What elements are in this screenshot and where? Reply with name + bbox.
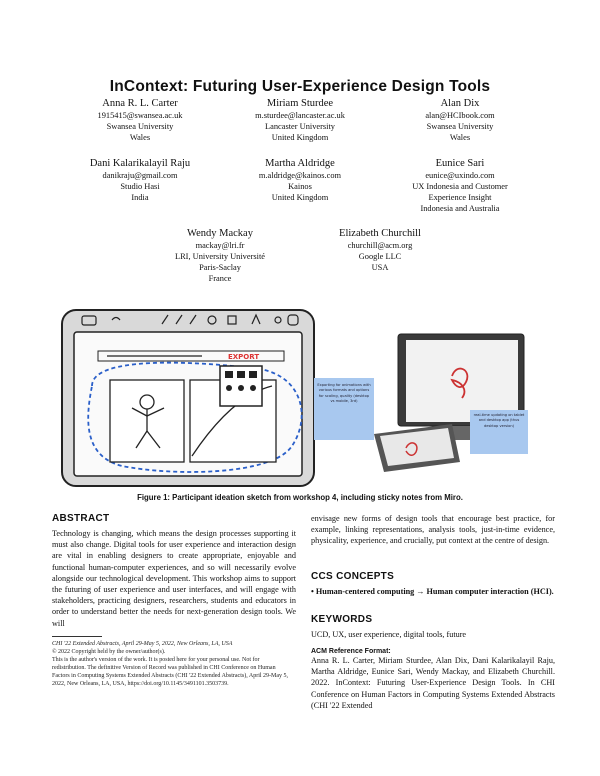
author-country: Indonesia and Australia (420, 204, 500, 213)
stick-figure (131, 394, 165, 449)
abstract-text-left: Technology is changing, which means the … (52, 529, 296, 628)
abstract-section: ABSTRACT Technology is changing, which m… (52, 513, 296, 629)
author-affiliation: Swansea University (426, 122, 494, 131)
footnote-divider (52, 636, 102, 637)
sticky-note-2-text: real-time updating on tablet and desktop… (473, 413, 525, 428)
reference-section: ACM Reference Format: Anna R. L. Carter,… (311, 648, 555, 711)
author-name: Elizabeth Churchill (339, 228, 421, 239)
abstract-text-right: envisage new forms of design tools that … (311, 514, 555, 546)
sticky-note-1 (314, 378, 374, 440)
author-block: Martha Aldridge m.aldridge@kainos.com Ka… (205, 157, 395, 203)
popup-icons (225, 371, 257, 391)
author-email[interactable]: 1915415@swansea.ac.uk (97, 111, 183, 120)
footnote-version-note: This is the author's version of the work… (52, 657, 289, 687)
author-block: Alan Dix alan@HCIbook.com Swansea Univer… (365, 97, 555, 143)
author-affiliation: LRI, University Université (174, 252, 265, 261)
author-name: Anna R. L. Carter (102, 98, 178, 109)
author-block: Eunice Sari eunice@uxindo.com UX Indones… (365, 157, 555, 214)
author-affiliation: UX Indonesia and Customer (412, 182, 508, 191)
author-country: United Kingdom (271, 193, 329, 202)
sketch-illustration: EXPORT (61, 309, 528, 487)
author-email[interactable]: alan@HCIbook.com (425, 111, 495, 120)
author-block: Elizabeth Churchill churchill@acm.org Go… (285, 227, 475, 273)
reference-text: Anna R. L. Carter, Miriam Sturdee, Alan … (311, 656, 555, 710)
author-block: Miriam Sturdee m.sturdee@lancaster.ac.uk… (205, 97, 395, 143)
ccs-heading: CCS CONCEPTS (311, 571, 395, 582)
toolbar-sketch (81, 313, 299, 326)
author-email[interactable]: danikraju@gmail.com (102, 171, 178, 180)
author-affiliation: Lancaster University (265, 122, 335, 131)
reference-heading: ACM Reference Format: (311, 648, 391, 655)
footnote: CHI '22 Extended Abstracts, April 29-May… (52, 640, 292, 688)
ccs-section: CCS CONCEPTS • Human-centered computing … (311, 571, 555, 597)
author-name: Martha Aldridge (265, 158, 335, 169)
author-name: Alan Dix (440, 98, 480, 109)
author-country: Wales (129, 133, 151, 142)
abstract-heading: ABSTRACT (52, 513, 110, 524)
sticky-note-2 (470, 410, 528, 454)
author-name: Dani Kalarikalayil Raju (89, 158, 191, 169)
author-block: Dani Kalarikalayil Raju danikraju@gmail.… (45, 157, 235, 203)
keywords-heading: KEYWORDS (311, 614, 373, 625)
author-affiliation: Studio Hasi (120, 182, 160, 191)
figure-1: EXPORT (52, 306, 548, 489)
footnote-copyright: © 2022 Copyright held by the owner/autho… (52, 649, 166, 655)
author-country: India (131, 193, 149, 202)
author-name: Wendy Mackay (187, 228, 253, 239)
author-email[interactable]: mackay@lri.fr (195, 241, 245, 250)
author-email[interactable]: m.sturdee@lancaster.ac.uk (255, 111, 345, 120)
keywords-text: UCD, UX, user experience, digital tools,… (311, 630, 467, 639)
author-affiliation-2: Experience Insight (428, 193, 492, 202)
author-block: Anna R. L. Carter 1915415@swansea.ac.uk … (45, 97, 235, 143)
author-country: USA (371, 263, 389, 272)
author-name: Eunice Sari (435, 158, 485, 169)
footnote-conference: CHI '22 Extended Abstracts, April 29-May… (52, 641, 233, 647)
author-email[interactable]: eunice@uxindo.com (425, 171, 495, 180)
ccs-text: • Human-centered computing → Human compu… (311, 587, 554, 596)
author-affiliation-2: Paris-Saclay (199, 263, 241, 272)
abstract-continued: envisage new forms of design tools that … (311, 513, 555, 547)
author-block: Wendy Mackay mackay@lri.fr LRI, Universi… (125, 227, 315, 284)
author-country: United Kingdom (271, 133, 329, 142)
author-email[interactable]: m.aldridge@kainos.com (258, 171, 342, 180)
author-affiliation: Google LLC (358, 252, 402, 261)
paper-title: InContext: Futuring User-Experience Desi… (109, 78, 491, 95)
author-country: Wales (449, 133, 471, 142)
author-affiliation: Swansea University (106, 122, 174, 131)
keywords-section: KEYWORDS UCD, UX, user experience, digit… (311, 614, 555, 640)
author-name: Miriam Sturdee (266, 98, 334, 109)
author-email[interactable]: churchill@acm.org (347, 241, 413, 250)
sticky-note-1-text: Exporting for animations with various fo… (317, 383, 371, 404)
author-affiliation: Kainos (288, 182, 312, 191)
figure-caption: Figure 1: Participant ideation sketch fr… (137, 493, 463, 502)
sketch-export-label: EXPORT (228, 353, 259, 361)
author-country: France (208, 274, 232, 283)
